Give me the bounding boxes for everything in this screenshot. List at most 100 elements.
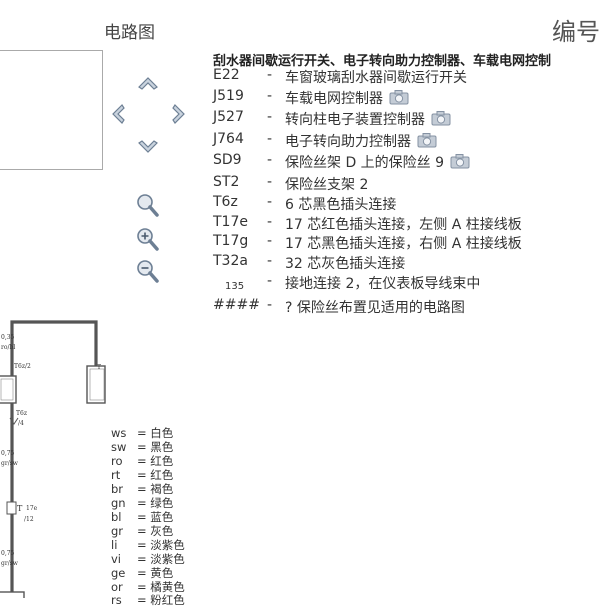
legend-color: 白色 bbox=[150, 426, 174, 440]
legend-row: rt= 红色 bbox=[111, 468, 174, 482]
overview-panel[interactable] bbox=[0, 50, 103, 170]
component-code: T32a bbox=[213, 253, 248, 269]
camera-icon[interactable] bbox=[417, 132, 437, 152]
camera-icon[interactable] bbox=[389, 89, 409, 109]
legend-code: gr bbox=[111, 524, 124, 538]
wire-color-label: gr/sw bbox=[1, 560, 18, 567]
component-code: T17e bbox=[213, 214, 248, 230]
wire-size-label: 0,35 bbox=[1, 334, 15, 341]
legend-code: li bbox=[111, 538, 118, 552]
component-desc: 车窗玻璃刮水器间歇运行开关 bbox=[285, 70, 467, 86]
component-desc-text: 电子转向助力控制器 bbox=[285, 134, 411, 150]
legend-row: sw= 黑色 bbox=[111, 440, 174, 454]
camera-icon[interactable] bbox=[450, 153, 470, 173]
arrow-down-icon[interactable] bbox=[136, 134, 160, 158]
legend-code: ge bbox=[111, 566, 126, 580]
legend-color: 褐色 bbox=[150, 482, 174, 496]
component-dash: - bbox=[267, 194, 273, 210]
legend-row: gr= 灰色 bbox=[111, 524, 174, 538]
legend-color: 红色 bbox=[150, 468, 174, 482]
legend-row: br= 褐色 bbox=[111, 482, 174, 496]
legend-color: 蓝色 bbox=[150, 510, 174, 524]
legend-color: 淡紫色 bbox=[150, 552, 185, 566]
legend-row: gn= 绿色 bbox=[111, 496, 174, 510]
legend-code: gn bbox=[111, 496, 126, 510]
legend-color: 灰色 bbox=[150, 524, 174, 538]
connector-pin-label: /4 bbox=[18, 420, 24, 427]
component-desc-text: 转向柱电子装置控制器 bbox=[285, 112, 425, 128]
wire-color-label: ro/bl bbox=[1, 344, 16, 351]
component-desc-text: 保险丝架 D 上的保险丝 9 bbox=[285, 155, 445, 171]
connector-pin-label: /12 bbox=[24, 516, 34, 523]
component-dash: - bbox=[267, 131, 273, 147]
connector-label: T bbox=[17, 504, 23, 513]
zoom-in-icon[interactable] bbox=[135, 226, 161, 254]
legend-color: 绿色 bbox=[150, 496, 174, 510]
legend-code: ws bbox=[111, 426, 127, 440]
legend-row: vi= 淡紫色 bbox=[111, 552, 185, 566]
legend-color: 粉红色 bbox=[150, 593, 185, 607]
legend-code: rt bbox=[111, 468, 121, 482]
legend-row: rs= 粉红色 bbox=[111, 593, 185, 607]
legend-code: vi bbox=[111, 552, 122, 566]
connector-label: T6z bbox=[16, 410, 27, 417]
connector-label: T bbox=[97, 364, 102, 371]
component-desc: 17 芯黑色插头连接，右侧 A 柱接线板 bbox=[285, 236, 522, 252]
legend-row: li= 淡紫色 bbox=[111, 538, 185, 552]
component-desc: 保险丝架 D 上的保险丝 9 bbox=[285, 152, 470, 173]
camera-icon[interactable] bbox=[431, 110, 451, 130]
legend-color: 黄色 bbox=[150, 566, 174, 580]
legend-color: 橘黄色 bbox=[150, 580, 185, 594]
zoom-icon[interactable] bbox=[135, 192, 161, 220]
component-desc: 6 芯黑色插头连接 bbox=[285, 197, 397, 213]
legend-code: rs bbox=[111, 593, 122, 607]
component-dash: - bbox=[267, 214, 273, 230]
legend-row: ws= 白色 bbox=[111, 426, 174, 440]
connector-label: T6z/2 bbox=[14, 363, 31, 370]
diagram-title: 电路图 bbox=[104, 23, 155, 43]
component-desc: ? 保险丝布置见适用的电路图 bbox=[285, 300, 465, 316]
arrow-right-icon[interactable] bbox=[166, 102, 190, 126]
component-dash: - bbox=[267, 88, 273, 104]
wire-color-label: gr/sw bbox=[1, 460, 18, 467]
arrow-left-icon[interactable] bbox=[107, 102, 131, 126]
component-desc: 32 芯灰色插头连接 bbox=[285, 256, 406, 272]
component-code: #### bbox=[213, 297, 260, 313]
legend-color: 红色 bbox=[150, 454, 174, 468]
component-desc: 车载电网控制器 bbox=[285, 88, 409, 109]
component-code: ST2 bbox=[213, 174, 240, 190]
legend-row: ro= 红色 bbox=[111, 454, 174, 468]
components-heading: 刮水器间歇运行开关、电子转向助力控制器、车载电网控制 bbox=[213, 54, 552, 69]
legend-row: ge= 黄色 bbox=[111, 566, 174, 580]
component-desc: 接地连接 2，在仪表板导线束中 bbox=[285, 276, 481, 292]
component-dash: - bbox=[267, 174, 273, 190]
legend-code: ro bbox=[111, 454, 123, 468]
component-dash: - bbox=[267, 297, 273, 313]
component-code: T6z bbox=[213, 194, 238, 210]
component-code: J519 bbox=[213, 88, 244, 104]
component-dash: - bbox=[267, 67, 273, 83]
component-code: SD9 bbox=[213, 152, 242, 168]
component-code: J764 bbox=[213, 131, 244, 147]
component-desc: 转向柱电子装置控制器 bbox=[285, 109, 451, 130]
wire-size-label: 0,75 bbox=[1, 550, 15, 557]
component-desc-text: 车载电网控制器 bbox=[285, 91, 383, 107]
zoom-out-icon[interactable] bbox=[135, 258, 161, 286]
connector-code-label: 17e bbox=[26, 505, 38, 512]
component-dash: - bbox=[267, 233, 273, 249]
component-code: J527 bbox=[213, 109, 244, 125]
component-code: E22 bbox=[213, 67, 240, 83]
component-code: 135 bbox=[225, 281, 245, 292]
arrow-up-icon[interactable] bbox=[136, 72, 160, 96]
component-desc: 电子转向助力控制器 bbox=[285, 131, 437, 152]
wiring-diagram bbox=[0, 320, 106, 598]
component-dash: - bbox=[267, 152, 273, 168]
legend-color: 黑色 bbox=[150, 440, 174, 454]
legend-row: or= 橘黄色 bbox=[111, 580, 185, 594]
page-number-label: 编号 bbox=[552, 18, 600, 46]
diagram-lines bbox=[0, 320, 106, 598]
legend-color: 淡紫色 bbox=[150, 538, 185, 552]
component-dash: - bbox=[267, 273, 273, 289]
component-desc: 17 芯红色插头连接，左侧 A 柱接线板 bbox=[285, 217, 522, 233]
component-dash: - bbox=[267, 109, 273, 125]
